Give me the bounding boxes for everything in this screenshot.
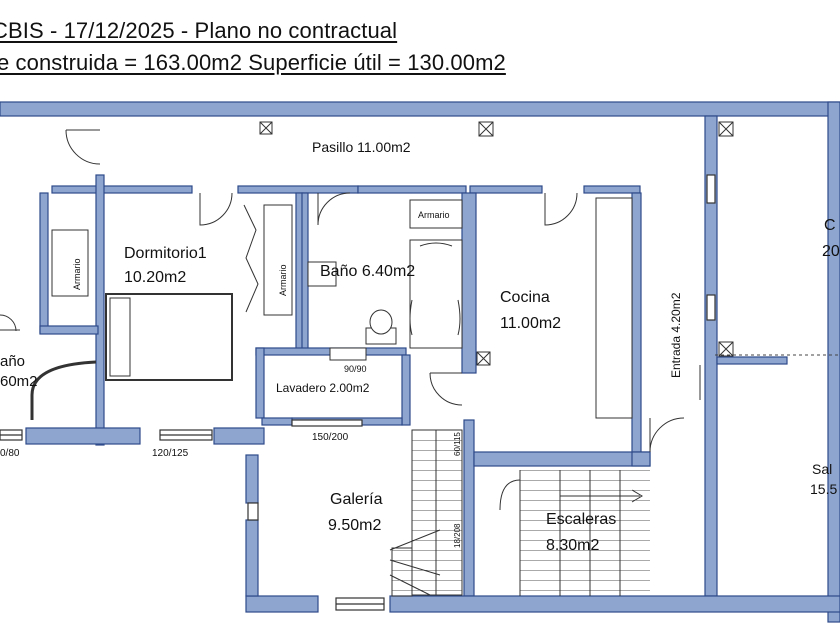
plan-title: CBIS - 17/12/2025 - Plano no contractual — [0, 18, 398, 43]
wall-dorm-top-b — [237, 185, 359, 194]
wall-dorm-left — [95, 174, 105, 446]
closet-left — [51, 229, 89, 297]
wall-lav-bottom-b — [261, 417, 293, 426]
label-bano: Baño 6.40m2 — [320, 263, 415, 280]
door-swing-1 — [65, 129, 101, 165]
wall-mini-left — [39, 325, 99, 335]
label-cocina-name: Cocina — [500, 289, 550, 306]
closet-dorm — [263, 204, 293, 316]
wall-escaleras-top — [473, 451, 651, 467]
door-bath-curved — [30, 360, 97, 420]
label-escaleras-name: Escaleras — [546, 511, 616, 528]
wall-right-exterior — [827, 101, 840, 623]
wall-closet-left — [39, 192, 49, 334]
label-dormitorio-name: Dormitorio1 — [124, 245, 207, 262]
armario-dorm: Armario — [278, 264, 288, 296]
surface-summary: ie construida = 163.00m2 Superficie útil… — [0, 50, 506, 75]
dim-18-208: 18/208 — [453, 523, 462, 548]
armario-left: Armario — [72, 258, 82, 290]
label-bano-left-area: 60m2 — [0, 373, 38, 390]
wall-lavadero-left — [255, 347, 265, 419]
dim-60-115: 60/115 — [453, 432, 462, 456]
label-galeria-name: Galería — [330, 491, 383, 508]
wall-dorm-bottom — [213, 427, 265, 445]
cocina-counter — [595, 197, 633, 419]
stairs-arrow — [560, 489, 643, 503]
bifold-a — [243, 204, 259, 313]
label-salon-area: 15.5 — [810, 481, 837, 497]
lav-fixture — [329, 347, 367, 361]
label-salon-name: Sal — [812, 461, 832, 477]
stairs — [389, 429, 650, 597]
wall-bottom-exterior — [389, 595, 840, 613]
door-swing-3 — [317, 192, 351, 226]
shower — [409, 239, 463, 349]
window-galeria-left — [247, 502, 259, 521]
wall-galeria-left-b — [245, 519, 259, 597]
wall-cocina-top-a — [469, 185, 543, 194]
windows — [0, 174, 716, 611]
wall-salon-top — [716, 356, 788, 365]
small-labels: Armario Armario Armario 90/90 150/200 12… — [0, 210, 462, 548]
label-dormitorio-area: 10.20m2 — [124, 269, 186, 286]
label-lavadero: Lavadero 2.00m2 — [276, 381, 370, 395]
window-center-2 — [706, 294, 716, 321]
wall-bano-right — [461, 192, 477, 374]
wall-dorm-top-a — [51, 185, 193, 194]
door-swing-2 — [199, 192, 233, 226]
sink — [307, 261, 337, 287]
wall-bano-top — [357, 185, 467, 194]
closet-bano — [409, 199, 463, 229]
toilet-bowl — [369, 309, 393, 335]
label-escaleras-area: 8.30m2 — [546, 537, 599, 554]
label-entrada: Entrada 4.20m2 — [669, 292, 683, 378]
fixtures — [51, 197, 633, 419]
wall-bath-bottom-left — [25, 427, 141, 445]
wall-cocina-right — [631, 192, 642, 456]
wall-bano-left — [301, 192, 309, 350]
label-c-name: C — [824, 217, 836, 234]
wall-cocina-top-b — [583, 185, 641, 194]
vent-shafts — [259, 121, 734, 366]
wall-galeria-right — [463, 419, 475, 597]
label-galeria-area: 9.50m2 — [328, 517, 381, 534]
door-swing-6 — [649, 417, 685, 453]
door-swing-5 — [429, 372, 463, 406]
door-swing-4 — [544, 192, 578, 226]
wall-entrada-left — [631, 451, 651, 467]
dim-80: 0/80 — [0, 448, 20, 459]
doors — [0, 129, 701, 453]
dim-150-200: 150/200 — [312, 432, 349, 443]
label-pasillo: Pasillo 11.00m2 — [312, 139, 411, 155]
wall-galeria-bottom — [245, 595, 319, 613]
wall-galeria-left-a — [245, 454, 259, 504]
armario-bano: Armario — [418, 210, 450, 220]
wall-top-exterior — [0, 101, 840, 117]
walls — [0, 101, 840, 623]
dim-90-90: 90/90 — [344, 364, 367, 374]
wall-lavadero-right — [401, 354, 411, 426]
label-c-area: 20 — [822, 243, 840, 260]
door-swing-8 — [0, 314, 20, 332]
label-bano-left-name: año — [0, 353, 25, 370]
window-lav — [291, 419, 363, 427]
dim-120-125: 120/125 — [152, 448, 189, 459]
label-cocina-area: 11.00m2 — [500, 315, 561, 332]
room-labels: Pasillo 11.00m2 Dormitorio1 10.20m2 Baño… — [0, 139, 840, 554]
window-center-1 — [706, 174, 716, 204]
